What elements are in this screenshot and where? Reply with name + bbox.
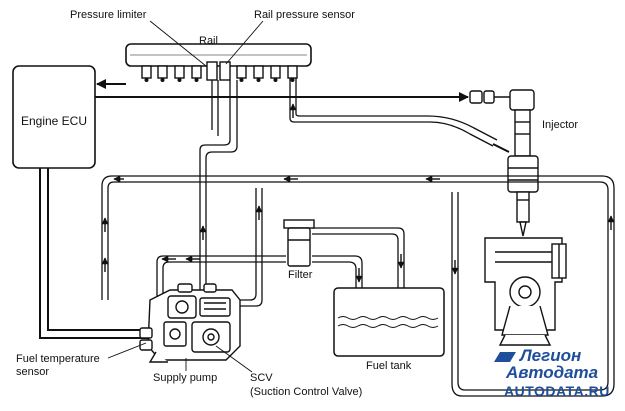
watermark-brand-line2: Автодата bbox=[505, 363, 598, 382]
fuel-temperature-sensor-label-line2: sensor bbox=[16, 366, 49, 378]
fuel-tank bbox=[333, 287, 445, 357]
scv-label-line2: (Suction Control Valve) bbox=[250, 386, 362, 398]
filter bbox=[283, 219, 315, 267]
fuel-tank-label: Fuel tank bbox=[366, 360, 412, 372]
engine-cylinder bbox=[484, 237, 567, 346]
pressure-limiter-label: Pressure limiter bbox=[70, 9, 147, 21]
supply-pump bbox=[139, 283, 241, 363]
flow-arrows bbox=[101, 103, 615, 283]
fuel-loop-lines bbox=[101, 175, 615, 397]
rail-pressure-sensor-label: Rail pressure sensor bbox=[254, 9, 355, 21]
watermark-logo: Легион Автодата AUTODATA.RU bbox=[494, 346, 610, 399]
scv-leader bbox=[215, 345, 253, 373]
fuel-temp-leader bbox=[107, 342, 147, 359]
injector-label: Injector bbox=[542, 119, 578, 131]
fuel-temperature-sensor-label-line1: Fuel temperature bbox=[16, 353, 100, 365]
supply-pump-label: Supply pump bbox=[153, 372, 217, 384]
engine-ecu: Engine ECU bbox=[12, 65, 96, 169]
filter-label: Filter bbox=[288, 269, 313, 281]
injector bbox=[492, 89, 539, 237]
leader-lines bbox=[149, 20, 264, 67]
signal-lines bbox=[39, 79, 469, 339]
rail bbox=[125, 43, 312, 82]
watermark-brand-line1: Легион bbox=[518, 346, 581, 365]
engine-ecu-label: Engine ECU bbox=[21, 114, 87, 128]
injector-connector bbox=[469, 90, 512, 104]
watermark-site: AUTODATA.RU bbox=[504, 383, 610, 399]
scv-label-line1: SCV bbox=[250, 372, 273, 384]
rail-label: Rail bbox=[199, 35, 218, 47]
high-pressure-lines bbox=[199, 78, 498, 290]
